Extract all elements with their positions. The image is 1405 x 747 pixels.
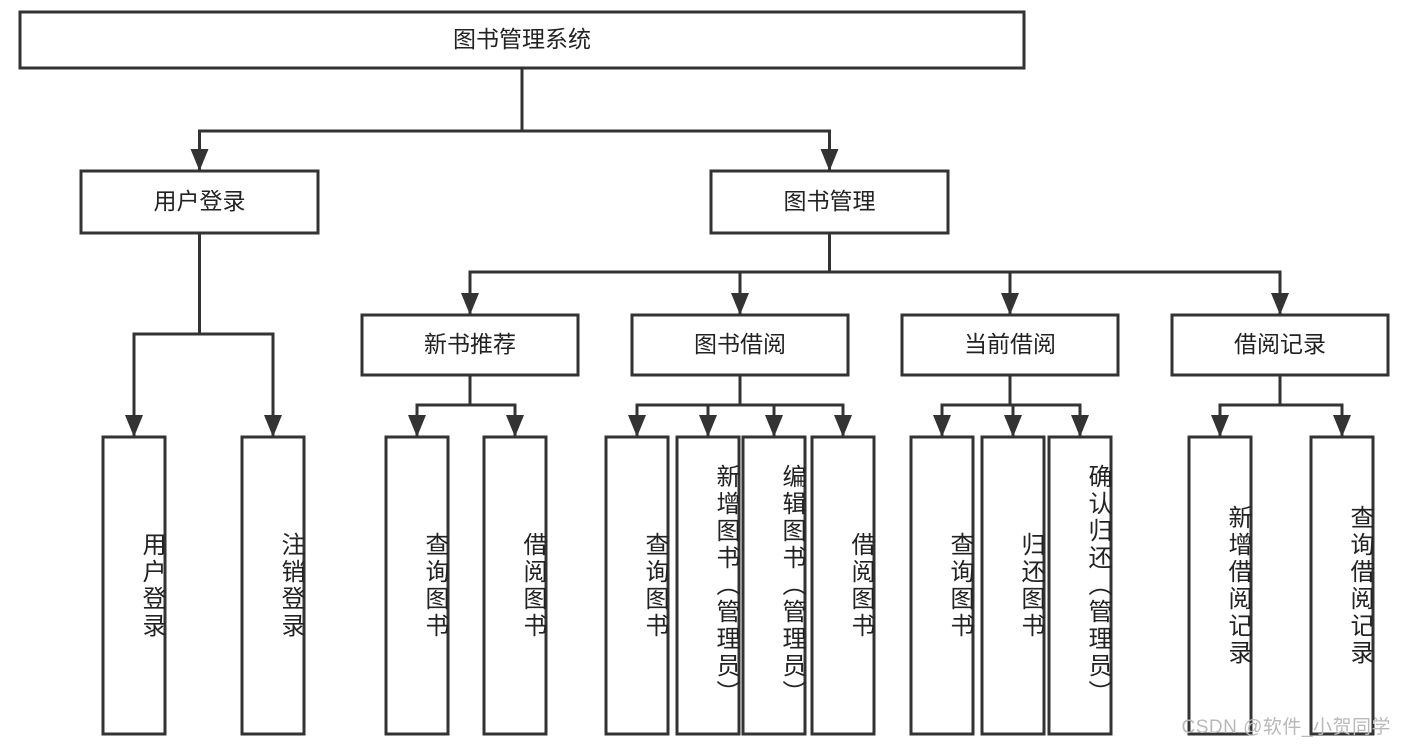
arrow-head-icon [699,415,717,437]
node-current-borrow[interactable]: 当前借阅 [900,313,1120,377]
node-new-book-recommend[interactable]: 新书推荐 [360,313,580,377]
arrow-head-icon [1333,415,1351,437]
arrow-head-icon [765,415,783,437]
node-borrow-record-label: 借阅记录 [1234,331,1326,357]
arrow-head-icon [628,415,646,437]
arrow-head-icon [1271,293,1289,315]
watermark: CSDN @软件_小贺同学 [1181,717,1391,738]
leaf-leaf-query-book-1-rect[interactable] [384,435,450,736]
node-user-login-label: 用户登录 [154,188,246,214]
node-book-borrow-rect[interactable] [630,313,850,377]
arrow-head-icon [820,149,839,171]
node-book-management-rect[interactable] [709,169,950,235]
arrow-head-icon [731,293,749,315]
leaf-leaf-query-book-3[interactable] [909,435,975,736]
node-book-management-label: 图书管理 [784,188,876,214]
arrow-head-icon [125,415,143,437]
leaf-leaf-query-record-rect[interactable] [1309,435,1375,736]
leaf-leaf-query-book-2-rect[interactable] [604,435,670,736]
leaf-leaf-query-record[interactable] [1309,435,1375,736]
leaf-leaf-add-record[interactable] [1187,435,1253,736]
connectors-layer [125,66,1351,439]
arrow-head-icon [834,415,852,437]
arrow-head-icon [408,415,426,437]
leaf-leaf-user-login[interactable] [101,435,167,736]
arrow-head-icon [1211,415,1229,437]
leaf-leaf-confirm-return[interactable] [1047,435,1113,736]
leaf-leaf-logout-rect[interactable] [240,435,306,736]
node-book-borrow[interactable]: 图书借阅 [630,313,850,377]
arrow-head-icon [461,293,479,315]
arrow-head-icon [1001,293,1019,315]
node-new-book-recommend-rect[interactable] [360,313,580,377]
arrow-head-icon [506,415,524,437]
node-book-management[interactable]: 图书管理 [709,169,950,235]
node-root-rect[interactable] [18,10,1026,70]
arrow-head-icon [264,415,282,437]
node-user-login-rect[interactable] [79,169,320,235]
node-borrow-record-rect[interactable] [1170,313,1390,377]
leaf-leaf-borrow-book-2[interactable] [810,435,876,736]
leaf-leaf-borrow-book-2-rect[interactable] [810,435,876,736]
arrow-head-icon [1004,415,1022,437]
leaf-leaf-query-book-1[interactable] [384,435,450,736]
leaf-leaf-add-book-rect[interactable] [675,435,741,736]
node-current-borrow-label: 当前借阅 [964,331,1056,357]
node-current-borrow-rect[interactable] [900,313,1120,377]
leaf-leaf-user-login-rect[interactable] [101,435,167,736]
leaf-leaf-return-book-rect[interactable] [980,435,1046,736]
arrow-head-icon [1071,415,1089,437]
node-new-book-recommend-label: 新书推荐 [424,331,516,357]
node-user-login[interactable]: 用户登录 [79,169,320,235]
leaf-leaf-edit-book[interactable] [741,435,807,736]
arrow-head-icon [190,149,209,171]
arrow-head-icon [933,415,951,437]
leaf-leaf-edit-book-rect[interactable] [741,435,807,736]
node-borrow-record[interactable]: 借阅记录 [1170,313,1390,377]
leaf-leaf-add-record-rect[interactable] [1187,435,1253,736]
leaf-leaf-logout[interactable] [240,435,306,736]
node-root-label: 图书管理系统 [453,26,591,52]
node-book-borrow-label: 图书借阅 [694,331,786,357]
leaf-leaf-add-book[interactable] [675,435,741,736]
leaf-leaf-return-book[interactable] [980,435,1046,736]
leaf-leaf-query-book-2[interactable] [604,435,670,736]
leaf-leaf-borrow-book-1[interactable] [482,435,548,736]
leaf-leaf-confirm-return-rect[interactable] [1047,435,1113,736]
node-root[interactable]: 图书管理系统 [18,10,1026,70]
leaf-leaf-borrow-book-1-rect[interactable] [482,435,548,736]
leaf-leaf-query-book-3-rect[interactable] [909,435,975,736]
